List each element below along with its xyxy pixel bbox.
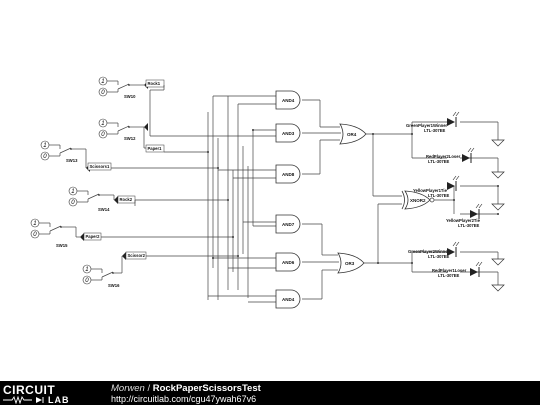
switch-sw12-off: 0 [101,132,105,138]
switch-sw12-label: Paper1 [148,146,163,151]
switch-sw14[interactable]: 1 0 SW14 Rock2 [68,186,136,212]
led-3-part: LTL-307EE [428,193,450,198]
led-6-part: LTL-307EE [438,273,460,278]
led-green-player1-winner: GreenPlayer1Winner LTL-307EE [406,111,460,133]
and-gate-and4-top[interactable]: AND4 [275,90,301,110]
switch-sw12-on: 1 [101,121,104,127]
switch-sw16[interactable]: 1 0 SW16 Scissor2 [82,251,147,288]
switch-sw13-name: SW13 [66,158,78,163]
switch-sw14-off: 0 [71,200,75,206]
switch-sw13-off: 0 [43,154,47,160]
ground-symbols [491,139,505,292]
switch-sw15-on: 1 [33,221,36,227]
switch-sw12-name: SW12 [124,136,136,141]
and-gate-and8-label: AND8 [282,172,295,177]
led-4-part: LTL-307EE [458,223,480,228]
switch-sw16-name: SW16 [108,283,120,288]
switch-sw16-off: 0 [85,278,89,284]
switch-sw10-name: SW10 [124,94,136,99]
led-4-name: YellowPlayer2Tie [446,218,481,223]
switch-sw10-label: Rock1 [148,81,161,86]
switch-sw14-on: 1 [71,189,74,195]
switch-sw10[interactable]: 1 0 SW10 Rock1 [98,76,165,99]
switch-sw13-label: Scissors1 [90,164,110,169]
and-gate-and4-top-label: AND4 [282,98,295,103]
and-gate-and8[interactable]: AND8 [275,164,301,184]
gate-wiring [150,95,499,303]
or-gate-or4[interactable]: OR4 [339,123,367,145]
switch-sw13[interactable]: 1 0 SW13 Scissors1 [40,140,112,172]
switch-sw14-label: Rock2 [120,197,133,202]
logo-brand-top: CIRCUIT [3,383,55,397]
and-gate-and4-bottom-label: AND4 [282,297,295,302]
or-gate-or3[interactable]: OR3 [337,252,365,274]
led-red-player2-loser: RedPlayer2Loser LTL-307EE [426,147,475,164]
and-gate-and6-label: AND6 [282,260,295,265]
led-2-name: RedPlayer2Loser [426,154,461,159]
led-yellow-player2-tie: YellowPlayer2Tie LTL-307EE [446,203,483,228]
led-5-name: GreenPlayer2Winner [408,249,450,254]
led-3-name: YellowPlayer1Tie [413,188,448,193]
and-gate-and7-label: AND7 [282,222,295,227]
led-1-part: LTL-307EE [424,128,446,133]
led-2-part: LTL-307EE [428,159,450,164]
led-red-player1-loser: RedPlayer1Loser LTL-307EE [432,261,483,278]
switch-sw13-on: 1 [43,143,46,149]
title-separator: / [147,383,151,394]
logo-resistor-icon [3,395,32,404]
schematic-title-line: Morwen / RockPaperScissorsTest [111,383,261,394]
led-5-part: LTL-307EE [428,254,450,259]
author-name[interactable]: Morwen [111,383,145,394]
led-1-name: GreenPlayer1Winner [406,123,448,128]
or-gate-or3-label: OR3 [345,261,355,266]
circuit-schematic: 1 0 SW10 Rock1 1 0 SW12 Paper1 [30,76,505,309]
switch-sw10-on: 1 [101,79,104,85]
schematic-canvas: 1 0 SW10 Rock1 1 0 SW12 Paper1 [30,76,505,309]
xnor-gate-xnor2-label: XNOR2 [410,198,426,203]
and-gate-and7[interactable]: AND7 [275,214,301,234]
footer-bar: CIRCUIT LAB Morwen / RockPaperScissorsTe… [0,381,540,405]
and-gate-and6[interactable]: AND6 [275,252,301,272]
switch-sw15[interactable]: 1 0 SW15 Paper2 [30,218,102,248]
switch-sw12[interactable]: 1 0 SW12 Paper1 [98,118,165,153]
switch-sw15-name: SW15 [56,243,68,248]
input-bus [149,90,254,300]
led-green-player2-winner: GreenPlayer2Winner LTL-307EE [408,241,460,259]
switch-sw15-label: Paper2 [86,234,101,239]
schematic-title[interactable]: RockPaperScissorsTest [152,383,261,394]
switch-sw16-on: 1 [85,267,88,273]
schematic-url[interactable]: http://circuitlab.com/cgu47ywah67v6 [111,394,257,404]
xnor-gate-xnor2[interactable]: XNOR2 [401,190,435,210]
and-gate-and3-label: AND3 [282,131,295,136]
switch-sw16-label: Scissor2 [128,253,146,258]
junction-dots [207,129,499,264]
switch-sw15-off: 0 [33,232,37,238]
logo-brand-bottom: LAB [48,395,70,404]
or-gate-or4-label: OR4 [347,132,357,137]
circuitlab-logo: CIRCUIT LAB [3,383,70,404]
switch-sw14-name: SW14 [98,207,110,212]
switch-sw10-off: 0 [101,90,105,96]
led-6-name: RedPlayer1Loser [432,268,467,273]
led-yellow-player1-tie: YellowPlayer1Tie LTL-307EE [413,175,460,198]
and-gate-and4-bottom[interactable]: AND4 [275,289,301,309]
and-gate-and3[interactable]: AND3 [275,123,301,143]
switch-feed-wires [101,85,238,257]
